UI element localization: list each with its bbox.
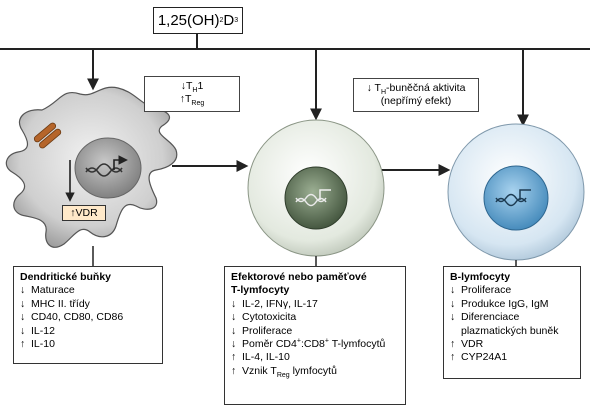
arrow: ↓ xyxy=(20,284,26,297)
list-item: ↑ CYP24A1 xyxy=(450,351,574,364)
bcell-list: ↓ Proliferace ↓ Produkce IgG, IgM ↓ Diferen… xyxy=(450,284,574,364)
sup: + xyxy=(296,337,301,345)
arrow: ↓ xyxy=(231,311,237,324)
item-text2: lymfocytů xyxy=(289,364,337,377)
item-text: Produkce IgG, IgM xyxy=(461,297,549,310)
list-item: ↓ Produkce IgG, IgM xyxy=(450,298,574,311)
item-text: Proliferace xyxy=(461,284,512,297)
th-sub: H xyxy=(380,89,387,97)
ligand-text: 1,25(OH) xyxy=(157,12,220,29)
dna-icon xyxy=(495,197,527,207)
sub: Reg xyxy=(276,371,290,379)
vdr-badge: ↑VDR xyxy=(62,205,106,221)
tcell-info-box: Efektorové nebo paměťové T-lymfocyty ↓ IL… xyxy=(224,266,406,405)
item-text: plazmatických buněk xyxy=(461,324,559,337)
list-item: ↑ IL-4, IL-10 xyxy=(231,351,399,364)
arrow: ↓ xyxy=(231,324,237,337)
dendritic-cell xyxy=(5,86,178,248)
item-text: IL-2, IFNγ, IL-17 xyxy=(242,297,318,310)
transcription-arrow-icon xyxy=(319,189,331,200)
dendritic-nucleus xyxy=(74,137,142,199)
ligand-text2: D xyxy=(223,12,235,29)
list-item: ↑ Vznik TReg lymfocytů xyxy=(231,364,399,379)
effect-line-treg: ↑TReg xyxy=(149,93,235,108)
th1-prefix: ↓T xyxy=(180,80,193,92)
list-item: ↓ CD40, CD80, CD86 xyxy=(20,311,156,324)
t-cell xyxy=(247,119,385,257)
list-item: plazmatických buněk xyxy=(450,325,574,338)
arrow: ↑ xyxy=(231,364,237,377)
item-text: IL-10 xyxy=(31,338,55,351)
arrow: ↑ xyxy=(231,351,237,364)
dc-effect-box: ↓TH1 ↑TReg xyxy=(144,76,240,112)
vdr-arrow: ↑ xyxy=(70,207,76,219)
item-text: MHC II. třídy xyxy=(31,297,90,310)
transcription-arrow-icon xyxy=(519,189,531,200)
list-item: ↓ MHC II. třídy xyxy=(20,298,156,311)
arrow: ↑ xyxy=(450,338,456,351)
item-text: IL-12 xyxy=(31,324,55,337)
treg-prefix: ↑T xyxy=(179,93,192,105)
list-item: ↓ Diferenciace xyxy=(450,311,574,324)
th-prefix: ↓ T xyxy=(366,82,381,94)
vdr-text: VDR xyxy=(75,207,98,219)
item-text: Proliferace xyxy=(242,324,293,337)
th1-suffix: 1 xyxy=(197,80,204,92)
dna-icon xyxy=(85,167,123,177)
item-text: IL-4, IL-10 xyxy=(242,351,290,364)
transcription-arrow-icon xyxy=(113,155,128,170)
arrow: ↑ xyxy=(20,338,26,351)
item-text: VDR xyxy=(461,338,484,351)
arrow: ↓ xyxy=(20,324,26,337)
effect-line-indirect: (nepřímý efekt) xyxy=(380,95,452,107)
item-text: Maturace xyxy=(31,284,75,297)
t-effect-box: ↓ TH-buněčná aktivita (nepřímý efekt) xyxy=(353,78,479,112)
tcell-list: ↓ IL-2, IFNγ, IL-17 ↓ Cytotoxicita ↓ Prolif… xyxy=(231,298,399,379)
tcell-title-line2: T-lymfocyty xyxy=(231,284,290,297)
arrow: ↓ xyxy=(450,311,456,324)
treg-sub: Reg xyxy=(191,100,205,108)
arrow: ↓ xyxy=(231,297,237,310)
arrow: ↓ xyxy=(231,338,237,351)
list-item: ↑ VDR xyxy=(450,338,574,351)
sup2: + xyxy=(324,337,329,345)
item-text: CYP24A1 xyxy=(461,351,508,364)
item-text3: T-lymfocytů xyxy=(328,338,386,351)
bcell-info-box: B-lymfocyty ↓ Proliferace ↓ Produkce IgG, … xyxy=(443,266,581,379)
dna-icon xyxy=(295,197,327,207)
arrow: ↓ xyxy=(450,284,456,297)
th-suffix: -buněčná aktivita xyxy=(386,82,466,94)
receptor-icon xyxy=(33,122,62,149)
list-item: ↓ Cytotoxicita xyxy=(231,311,399,324)
item-text: CD40, CD80, CD86 xyxy=(31,311,124,324)
list-item: ↓ Proliferace xyxy=(450,284,574,297)
list-item: ↓ Proliferace xyxy=(231,325,399,338)
list-item: ↓ IL-2, IFNγ, IL-17 xyxy=(231,298,399,311)
dendritic-list: ↓ Maturace ↓ MHC II. třídy ↓ CD40, CD80, CD… xyxy=(20,284,156,351)
arrow: ↓ xyxy=(450,297,456,310)
list-item: ↓ IL-12 xyxy=(20,325,156,338)
item-text: Diferenciace xyxy=(461,311,520,324)
item-text: Cytotoxicita xyxy=(242,311,297,324)
b-cell xyxy=(447,123,585,261)
list-item: ↓Poměr CD4+:CD8+ T-lymfocytů xyxy=(231,338,399,351)
tcell-title-line1: Efektorové nebo paměťové xyxy=(231,271,367,283)
bcell-title: B-lymfocyty xyxy=(450,271,511,283)
arrow: ↓ xyxy=(20,297,26,310)
effect-line-th1: ↓TH1 xyxy=(149,80,235,95)
list-item: ↓ Maturace xyxy=(20,284,156,297)
item-text: Vznik T xyxy=(242,364,277,377)
item-text: Poměr CD4 xyxy=(242,338,297,351)
item-text2: :CD8 xyxy=(300,338,325,351)
arrow: ↓ xyxy=(20,311,26,324)
dendritic-info-box: Dendritické buňky ↓ Maturace ↓ MHC II. tří… xyxy=(13,266,163,364)
list-item: ↑ IL-10 xyxy=(20,338,156,351)
th1-sub: H xyxy=(192,87,198,95)
arrow: ↑ xyxy=(450,351,456,364)
effect-line-th-activity: ↓ TH-buněčná aktivita xyxy=(358,82,474,97)
dendritic-title: Dendritické buňky xyxy=(20,271,112,283)
